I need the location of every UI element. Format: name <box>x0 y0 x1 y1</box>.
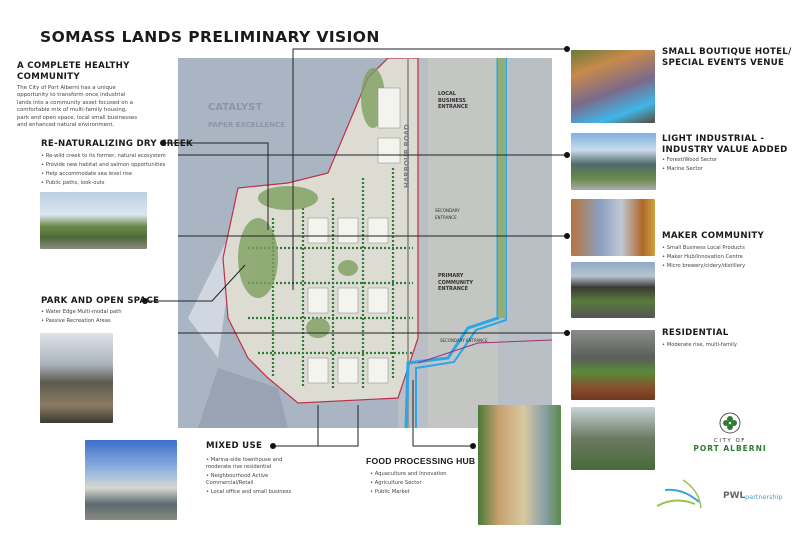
port-alberni-label: PORT ALBERNI <box>693 444 767 453</box>
mixed-use-bullet: Local office and small business <box>206 489 306 496</box>
creek-heading: RE-NATURALIZING DRY CREEK <box>41 139 193 149</box>
maker-photo-1 <box>571 199 655 256</box>
secondary-entrance-label-2: SECONDARY ENTRANCE <box>440 338 488 343</box>
park-photo <box>40 333 113 423</box>
local-business-entrance-label: LOCAL BUSINESS ENTRANCE <box>438 91 468 110</box>
creek-bullet: Re-wild creek to its former, natural eco… <box>41 152 166 161</box>
industrial-bullet: Marine Sector <box>662 165 717 174</box>
primary-community-entrance-label: PRIMARY COMMUNITY ENTRANCE <box>438 273 474 292</box>
maker-bullet: Micro brewery/cidery/distillery <box>662 262 745 271</box>
intro-body: The City of Port Alberni has a unique op… <box>17 85 138 129</box>
creek-bullet: Help accommodate sea level rise <box>41 170 166 179</box>
creek-bullet: Provide new habitat and salmon opportuni… <box>41 161 166 170</box>
site-plan-drawing <box>188 58 552 428</box>
city-emblem-icon <box>719 412 741 434</box>
hotel-heading: SMALL BOUTIQUE HOTEL/ SPECIAL EVENTS VEN… <box>662 47 792 68</box>
city-of-label: CITY OF <box>714 438 746 444</box>
catalyst-label: CATALYST <box>208 102 263 113</box>
city-of-port-alberni-logo: CITY OF PORT ALBERNI <box>690 412 770 453</box>
residential-heading: RESIDENTIAL <box>662 328 729 338</box>
food-hub-bullet: Public Market <box>370 488 447 497</box>
paper-excellence-label: PAPER EXCELLENCE <box>208 121 285 129</box>
maker-photo-2 <box>571 262 655 318</box>
maker-bullet: Maker Hub/Innovation Centre <box>662 253 745 262</box>
mixed-use-heading: MIXED USE <box>206 441 263 451</box>
mixed-use-bullet: Marina-side townhouse and moderate rise … <box>206 457 306 471</box>
page-title: SOMASS LANDS PRELIMINARY VISION <box>40 28 380 46</box>
park-bullet: Passive Recreation Areas <box>41 317 122 326</box>
park-heading: PARK AND OPEN SPACE <box>41 296 160 306</box>
industrial-bullet: Forest/Wood Sector <box>662 156 717 165</box>
residential-photo <box>571 330 655 400</box>
creek-photo <box>40 192 147 249</box>
creek-bullet: Public paths, look-outs <box>41 179 166 188</box>
greenhouse-photo <box>571 407 655 470</box>
pwl-partnership-logo: PWL partnership <box>655 478 785 510</box>
maker-heading: MAKER COMMUNITY <box>662 231 765 241</box>
pwl-leaf-icon <box>656 479 702 509</box>
site-map: CATALYST PAPER EXCELLENCE LOCAL BUSINESS… <box>178 58 552 428</box>
food-hub-bullet: Agriculture Sector <box>370 479 447 488</box>
mixed-use-bullet: Neighbourhood Active Commercial/Retail <box>206 473 306 487</box>
industrial-photo <box>571 133 656 190</box>
mixed-use-photo <box>85 440 177 520</box>
hotel-photo <box>571 50 655 123</box>
food-hub-heading: FOOD PROCESSING HUB <box>366 456 476 466</box>
intro-heading: A COMPLETE HEALTHY COMMUNITY <box>17 61 130 82</box>
maker-bullet: Small Business Local Products <box>662 244 745 253</box>
food-hub-photo <box>478 405 561 525</box>
pwl-label: PWL <box>723 491 746 501</box>
residential-bullet: Moderate rise, multi-family <box>662 341 737 350</box>
park-bullet: Water Edge Multi-modal path <box>41 308 122 317</box>
secondary-entrance-label: SECONDARY ENTRANCE <box>435 208 460 220</box>
partnership-label: partnership <box>745 493 783 501</box>
industrial-heading: LIGHT INDUSTRIAL - INDUSTRY VALUE ADDED <box>662 134 788 155</box>
food-hub-bullet: Aquaculture and Innovation <box>370 470 447 479</box>
